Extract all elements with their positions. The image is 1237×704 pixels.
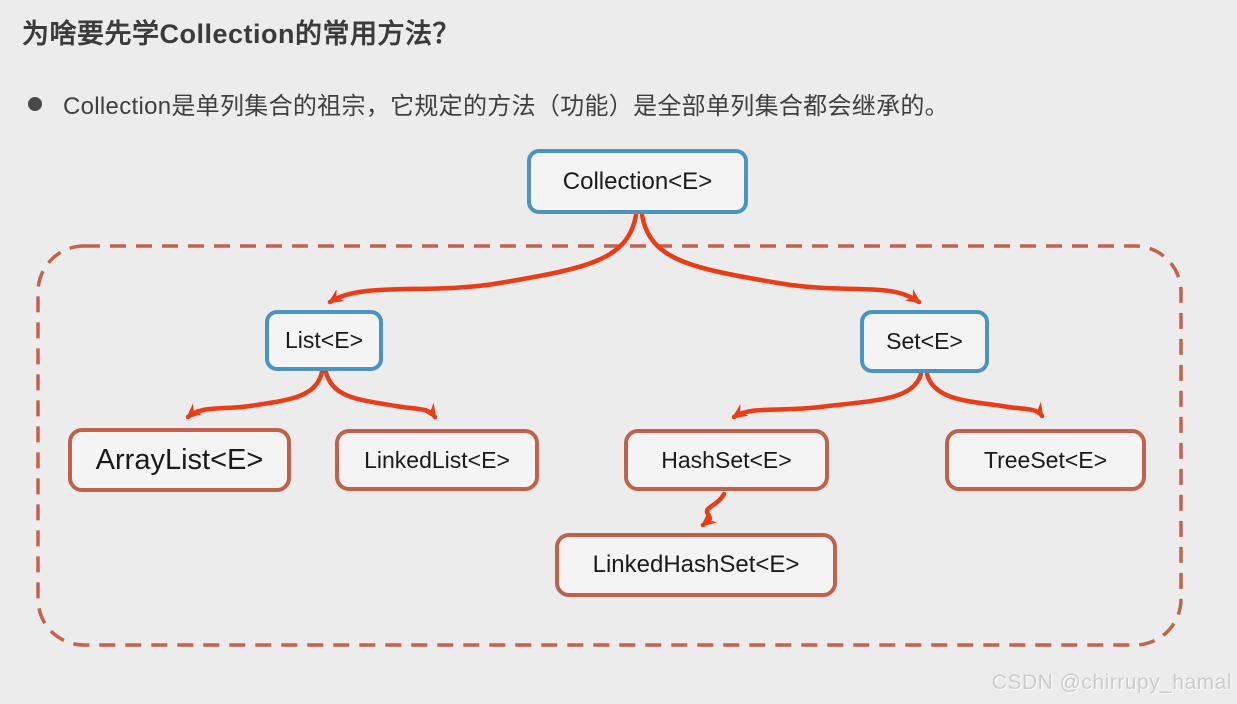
- node-linkedlist-label: LinkedList<E>: [364, 446, 510, 473]
- node-linkedlist: LinkedList<E>: [335, 429, 539, 491]
- bullet-icon: [28, 96, 42, 111]
- node-collection-label: Collection<E>: [562, 167, 713, 195]
- node-treeset-label: TreeSet<E>: [983, 446, 1108, 473]
- node-set: Set<E>: [860, 310, 989, 373]
- watermark: CSDN @chirrupy_hamal: [991, 671, 1232, 694]
- node-set-label: Set<E>: [886, 328, 963, 354]
- node-linkedhashset: LinkedHashSet<E>: [555, 533, 837, 597]
- node-hashset-label: HashSet<E>: [661, 446, 792, 473]
- node-arraylist: ArrayList<E>: [68, 428, 291, 492]
- node-collection: Collection<E>: [527, 149, 748, 214]
- edge-list-linkedlist: [323, 369, 438, 420]
- node-treeset: TreeSet<E>: [945, 429, 1146, 491]
- edge-set-treeset: [924, 371, 1045, 419]
- edge-list-arraylist: [185, 369, 325, 420]
- node-arraylist-label: ArrayList<E>: [95, 443, 264, 476]
- bullet-text: Collection是单列集合的祖宗，它规定的方法（功能）是全部单列集合都会继承…: [63, 93, 949, 120]
- node-hashset: HashSet<E>: [624, 429, 829, 491]
- node-list-label: List<E>: [285, 327, 363, 353]
- node-list: List<E>: [265, 310, 383, 371]
- bullet-line: Collection是单列集合的祖宗，它规定的方法（功能）是全部单列集合都会继承…: [28, 86, 949, 121]
- node-linkedhashset-label: LinkedHashSet<E>: [592, 551, 800, 578]
- page-title: 为啥要先学Collection的常用方法？: [22, 19, 461, 49]
- edge-set-hashset: [731, 371, 924, 420]
- edge-collection-list: [327, 212, 639, 305]
- edge-collection-set: [639, 212, 922, 305]
- edge-hashset-linkedhashset: [700, 491, 727, 528]
